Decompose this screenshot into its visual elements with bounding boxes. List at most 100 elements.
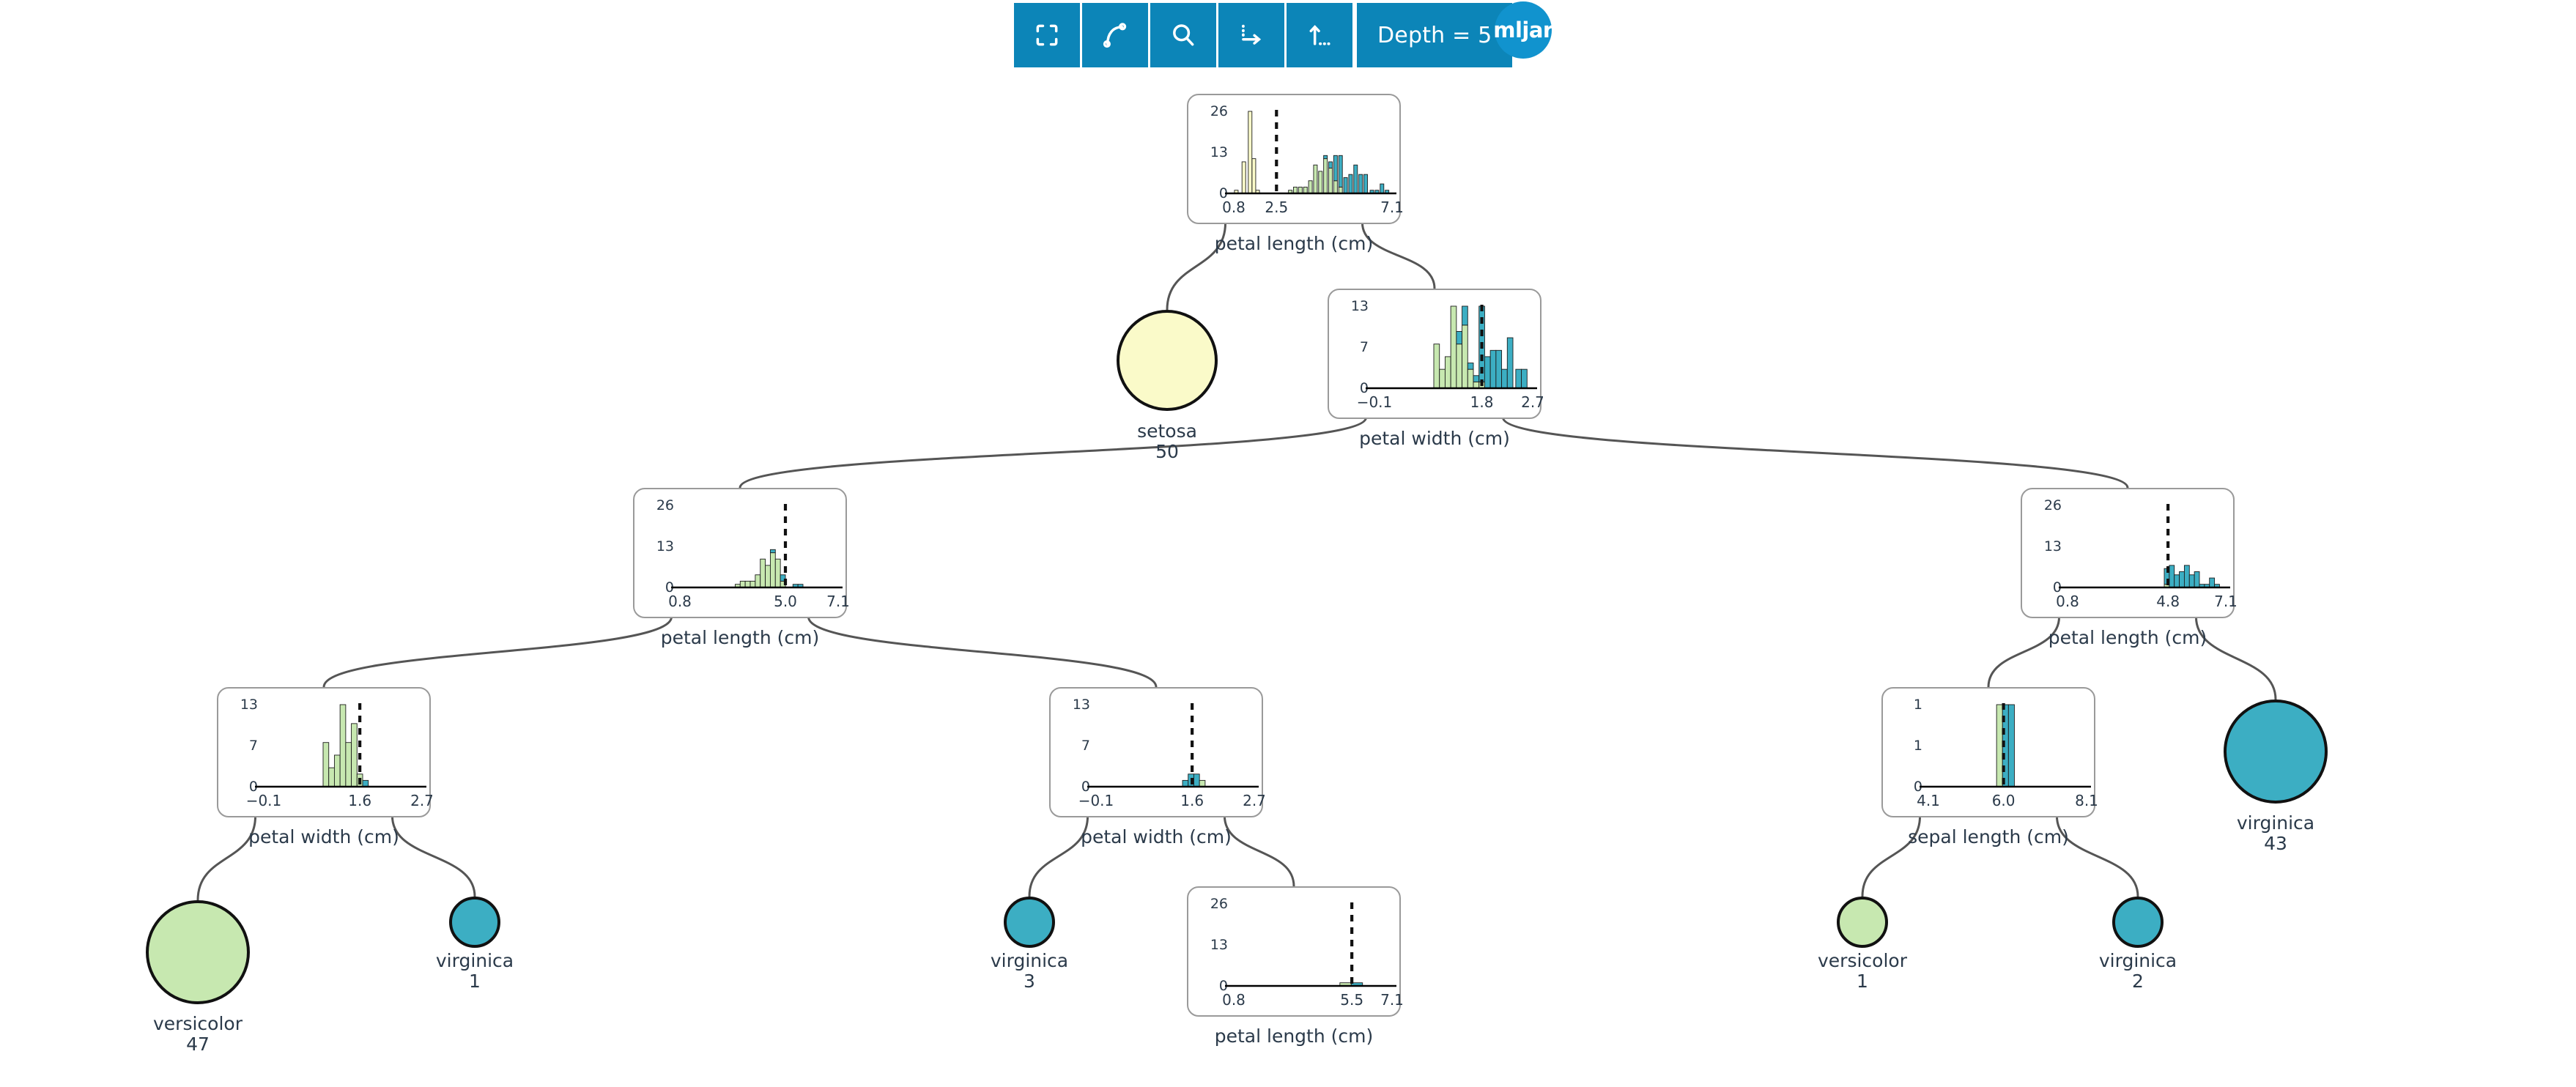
leaf-circle[interactable] — [2224, 700, 2328, 804]
histogram-bar — [1444, 356, 1451, 389]
histogram-bar — [1467, 363, 1474, 370]
feature-label: petal width (cm) — [248, 826, 399, 847]
histogram-bar — [1515, 368, 1522, 389]
histogram-bar — [328, 767, 335, 787]
histogram-bar — [1193, 773, 1200, 787]
histogram-bar — [1501, 368, 1508, 389]
search-icon[interactable] — [1150, 3, 1218, 67]
leaf-circle[interactable] — [146, 900, 250, 1004]
histogram-bar — [1521, 368, 1528, 389]
histogram-bar — [765, 565, 771, 588]
histogram-bar — [1456, 331, 1463, 345]
histogram-bar — [1363, 174, 1368, 194]
leaf-class-name: setosa — [1137, 420, 1197, 442]
histogram-bar — [1348, 174, 1353, 194]
histogram-bar — [1495, 349, 1503, 389]
y-tick-label: 0 — [1081, 779, 1090, 795]
histogram-bar — [744, 580, 751, 588]
y-tick-label: 26 — [1210, 103, 1228, 119]
y-tick-label: 26 — [1210, 896, 1228, 912]
fit-screen-icon[interactable] — [1014, 3, 1082, 67]
histogram-bar — [322, 742, 330, 787]
histogram-bar — [1343, 177, 1348, 194]
toolbar[interactable]: Depth = 5 — [1014, 3, 1513, 67]
histogram-bar — [362, 779, 369, 787]
histogram-bar — [345, 742, 352, 787]
histogram-bar — [2007, 704, 2015, 787]
curved-edges-icon[interactable] — [1082, 3, 1150, 67]
x-tick-label: 2.7 — [1521, 393, 1543, 411]
leaf-circle[interactable] — [2112, 897, 2164, 948]
histogram-bar — [1462, 305, 1468, 326]
x-tick-label: 5.5 — [1340, 991, 1363, 1009]
x-tick-label: 2.5 — [1265, 199, 1288, 216]
x-tick-label: 0.8 — [1222, 991, 1246, 1009]
histogram-bar — [1323, 155, 1328, 160]
x-tick-label: 1.6 — [1180, 792, 1204, 809]
histogram-bar — [1313, 164, 1318, 194]
histogram-bar — [739, 580, 746, 588]
x-tick-label: −0.1 — [1357, 393, 1393, 411]
x-tick-label: 7.1 — [2214, 593, 2236, 610]
histogram-bar — [1303, 186, 1308, 194]
x-tick-label: 7.1 — [1380, 199, 1402, 216]
x-tick-label: 7.1 — [826, 593, 848, 610]
leaf-circle[interactable] — [1837, 897, 1888, 948]
x-tick-label: −0.1 — [1078, 792, 1114, 809]
horizontal-flow-icon[interactable] — [1218, 3, 1287, 67]
histogram-bar — [769, 549, 776, 554]
leaf-class-name: virginica — [2236, 812, 2315, 834]
histogram-bar — [2179, 571, 2185, 588]
histogram-bar — [2183, 565, 2190, 588]
histogram-bar — [1489, 349, 1497, 389]
histogram-bar — [1338, 186, 1343, 194]
histogram-bar — [750, 580, 756, 588]
y-tick-label: 0 — [665, 579, 674, 596]
y-tick-label: 26 — [656, 497, 674, 513]
histogram-bar — [755, 574, 761, 588]
leaf-sample-count: 1 — [469, 971, 481, 992]
histogram-bar — [1333, 155, 1338, 182]
y-tick-label: 1 — [1914, 738, 1922, 754]
histogram-bar — [1251, 158, 1256, 194]
histogram-bar — [1380, 183, 1385, 194]
x-tick-label: 1.6 — [348, 792, 371, 809]
feature-label: petal width (cm) — [1359, 428, 1510, 449]
leaf-circle[interactable] — [1004, 897, 1055, 948]
leaf-sample-count: 3 — [1024, 971, 1035, 992]
histogram-bar — [1473, 381, 1480, 389]
leaf-circle[interactable] — [1117, 310, 1218, 411]
histogram-bar — [1248, 111, 1253, 194]
vertical-flow-icon[interactable] — [1287, 3, 1355, 67]
histogram-bar — [339, 704, 347, 787]
feature-label: petal length (cm) — [2048, 627, 2207, 648]
histogram-bar — [760, 558, 766, 588]
tree-edge — [1501, 417, 2129, 489]
y-tick-label: 0 — [249, 779, 258, 795]
y-tick-label: 0 — [1360, 380, 1369, 396]
leaf-circle[interactable] — [449, 897, 500, 948]
mljar-logo: mljar — [1493, 1, 1553, 59]
y-tick-label: 13 — [656, 538, 674, 554]
histogram-bar — [2169, 565, 2175, 588]
feature-label: petal length (cm) — [1214, 1025, 1374, 1047]
x-tick-label: 6.0 — [1992, 792, 2016, 809]
x-tick-label: 4.8 — [2156, 593, 2180, 610]
histogram-bar — [1433, 344, 1440, 389]
y-tick-label: 26 — [2044, 497, 2062, 513]
y-tick-label: 0 — [1219, 185, 1228, 201]
histogram-bar — [2174, 574, 2180, 588]
